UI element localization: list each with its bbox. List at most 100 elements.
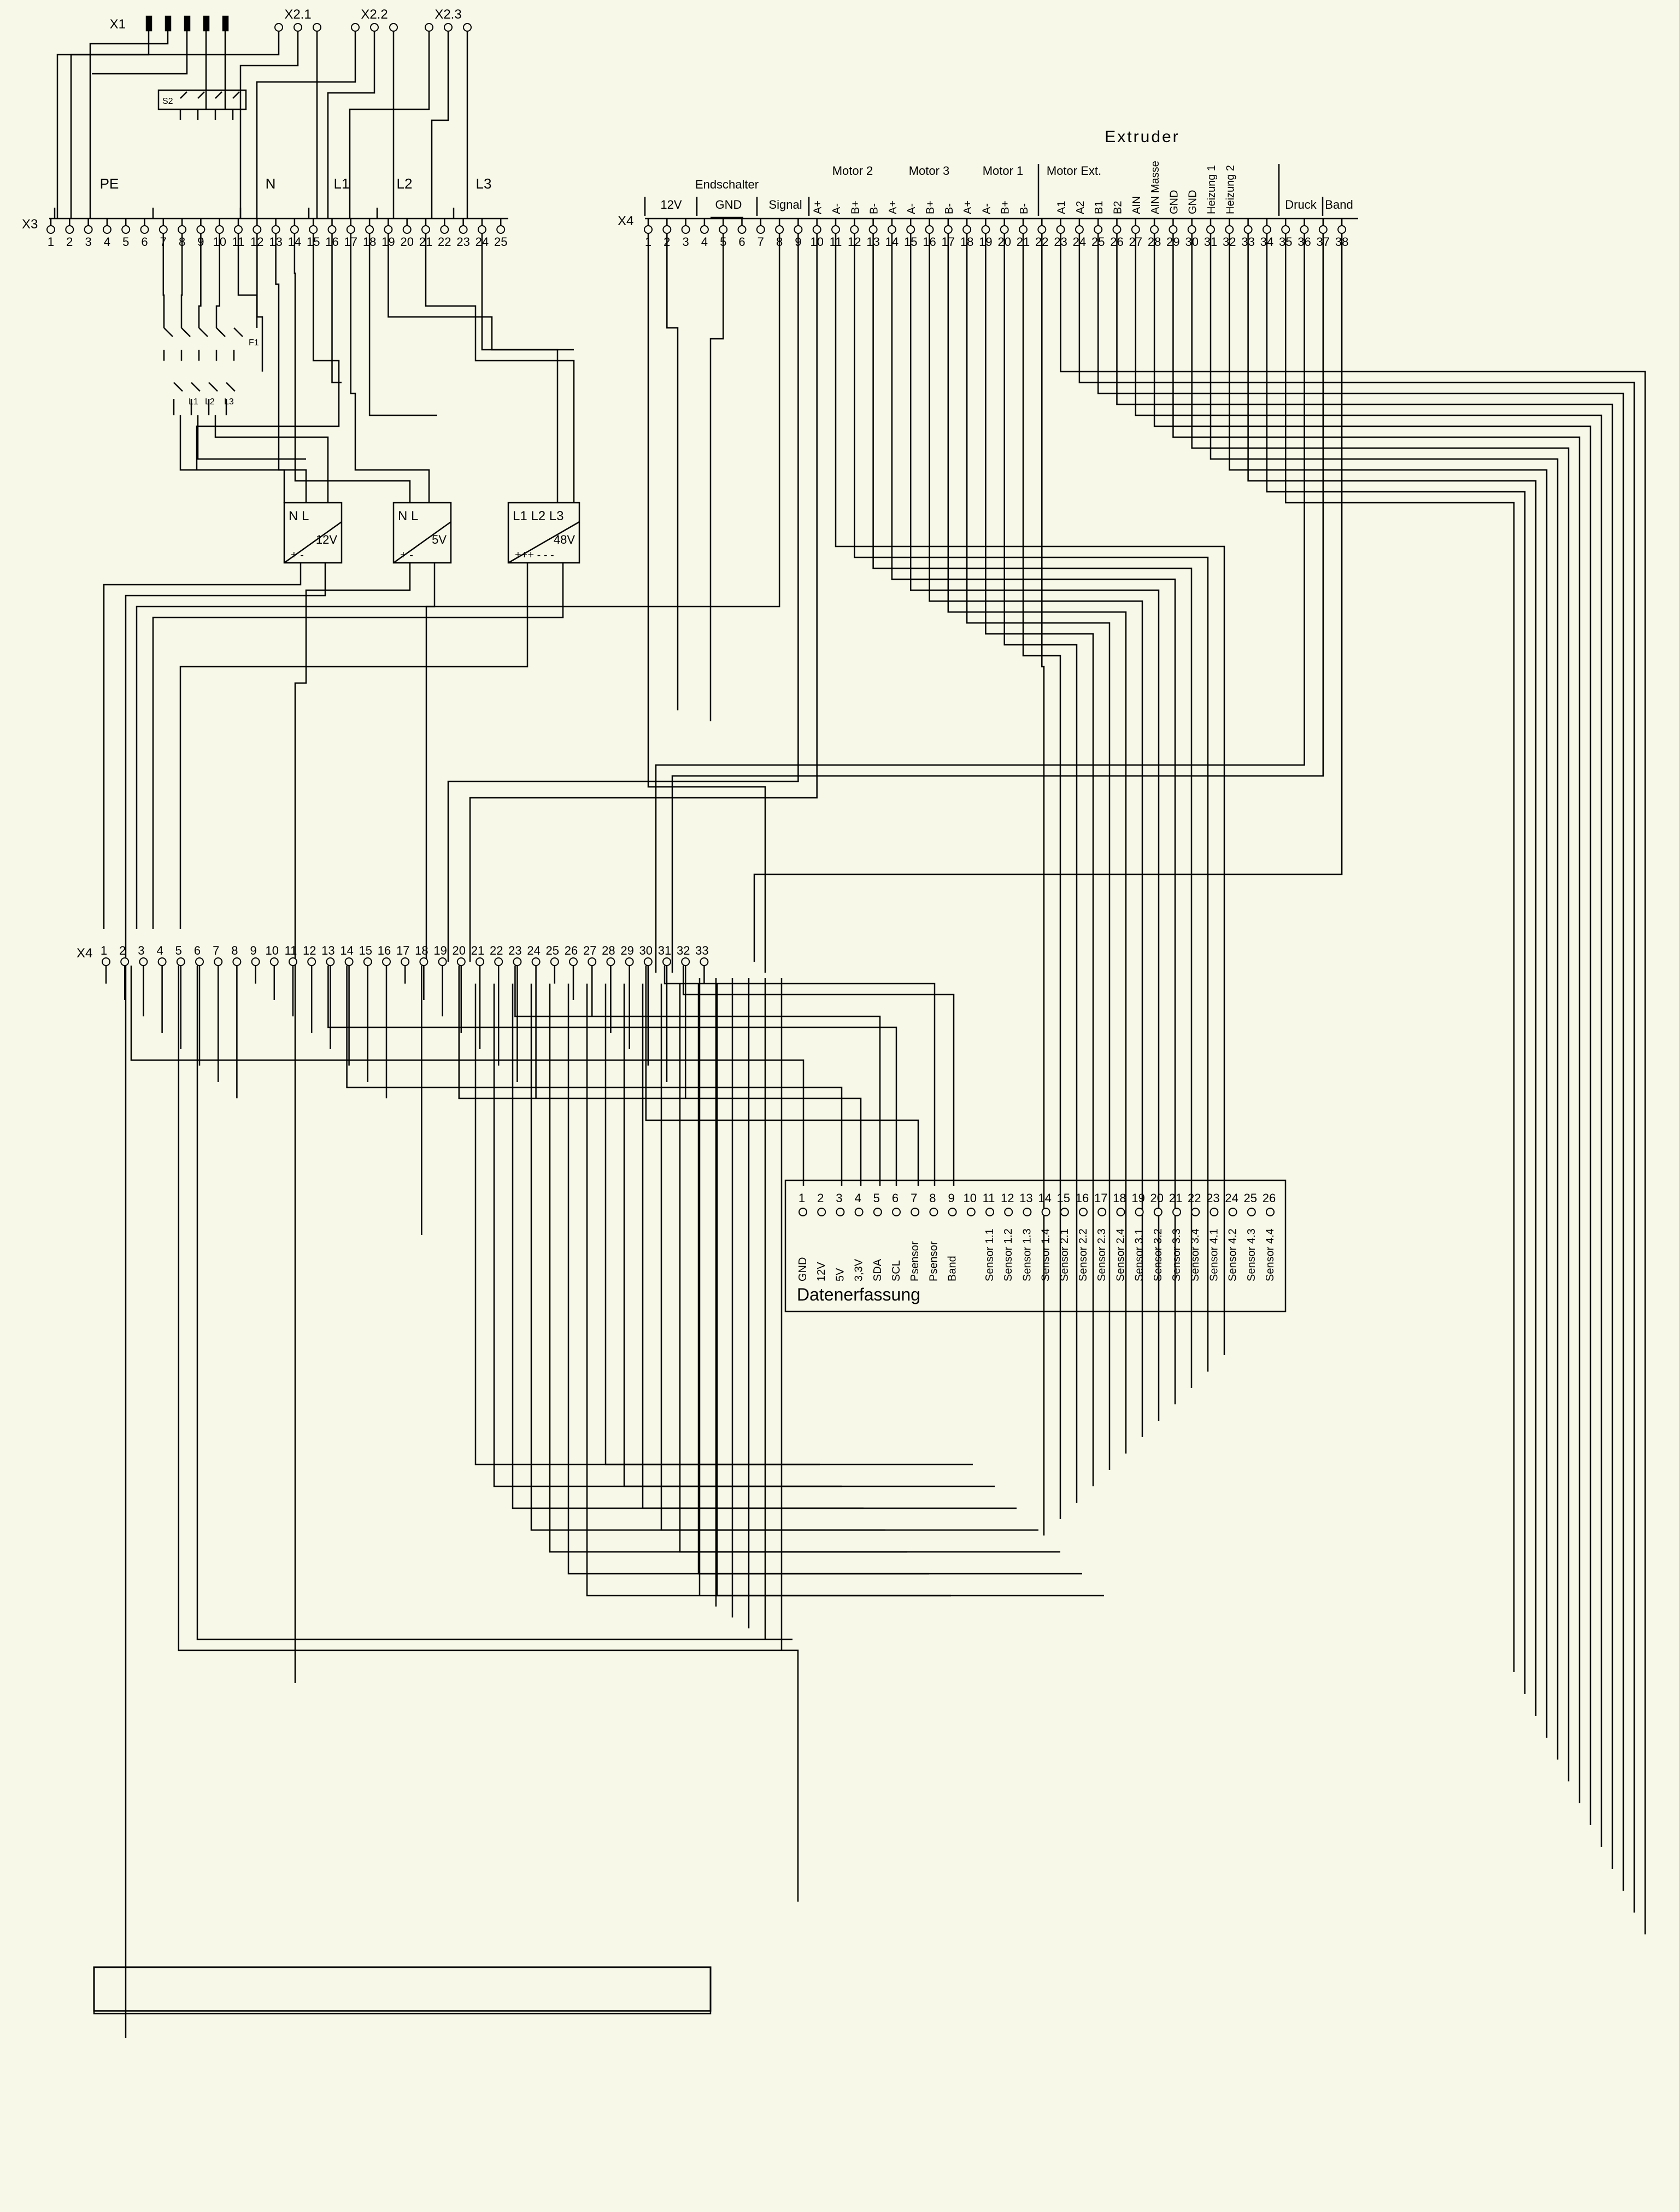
x4-pin — [1206, 225, 1215, 234]
platine-outline-138 — [93, 1966, 712, 2012]
x4-pin-number: 19 — [979, 235, 992, 249]
x4-mid-pin — [438, 957, 447, 966]
bus-wire — [697, 984, 1082, 1575]
x3-pin — [346, 225, 355, 234]
datenerfassung-pin-number: 19 — [1131, 1191, 1144, 1205]
platine-outline-86 — [93, 1966, 712, 2012]
platine-outline-142 — [93, 1966, 712, 2012]
x4-mid-pin — [363, 957, 372, 966]
platine-outline-139 — [93, 1966, 712, 2012]
x4-pin-label: B2 — [1112, 201, 1124, 214]
datenerfassung-pin-label: Sensor 1.2 — [1002, 1228, 1014, 1281]
x4-pin-number: 23 — [1054, 235, 1067, 249]
x1-terminal — [145, 15, 152, 32]
datenerfassung-pin-number: 14 — [1038, 1191, 1051, 1205]
platine-outline-70 — [93, 1966, 712, 2012]
datenerfassung-pin — [1228, 1208, 1237, 1216]
x4-pin — [868, 225, 878, 234]
to-daten — [327, 966, 897, 1186]
datenerfassung-pin — [911, 1208, 920, 1216]
x4-pin — [1056, 225, 1065, 234]
datenerfassung-pin-number: 2 — [817, 1191, 824, 1205]
x4-mid-pin — [326, 957, 335, 966]
x4-mid-pin-number: 26 — [565, 944, 578, 957]
datenerfassung-pin-number: 17 — [1094, 1191, 1107, 1205]
datenerfassung-pin — [1210, 1208, 1219, 1216]
x4-pin — [925, 225, 934, 234]
platine-outline-187 — [93, 1966, 712, 2012]
platine-outline-103 — [93, 1966, 712, 2012]
x4-druck-wire — [655, 233, 1305, 973]
platine-outline-182 — [93, 1966, 712, 2012]
psu-5v-voltage: 5V — [432, 533, 447, 546]
f1-contact — [215, 327, 226, 361]
datenerfassung-pin-number: 18 — [1113, 1191, 1126, 1205]
x4-pin-label: B- — [1018, 203, 1030, 214]
x4-group-label: Motor Ext. — [1047, 164, 1101, 178]
x3-group-label: PE — [100, 175, 119, 192]
f1-label: F1 — [249, 338, 259, 348]
x2-terminal — [425, 23, 433, 32]
platine-outline-198 — [93, 1966, 712, 2012]
datenerfassung-pin-label: Sensor 1.3 — [1021, 1228, 1033, 1281]
platine-outline-72 — [93, 1966, 712, 2012]
x4-ext-wire — [1247, 233, 1537, 1716]
platine-outline-65 — [93, 1966, 712, 2012]
datenerfassung-pin-number: 6 — [892, 1191, 899, 1205]
platine-outline-104 — [93, 1966, 712, 2012]
datenerfassung-pin-number: 24 — [1225, 1191, 1238, 1205]
x3-pin-number: 7 — [160, 235, 167, 249]
platine-outline-146 — [93, 1966, 712, 2012]
x3-l-wire — [331, 233, 342, 384]
x4-motor-wire — [872, 233, 1193, 1388]
x1-terminal — [222, 15, 229, 32]
feeder-wire — [327, 32, 375, 219]
x4-mid-pin-number: 21 — [471, 944, 484, 957]
x4-mid-pin — [475, 957, 484, 966]
datenerfassung-pin-number: 15 — [1057, 1191, 1070, 1205]
x4-mid-pin — [531, 957, 541, 966]
x4-pin-number: 20 — [997, 235, 1011, 249]
x3-pin — [65, 225, 74, 234]
platine-outline-45 — [93, 1966, 712, 2012]
platine-outline-77 — [93, 1966, 712, 2012]
platine-outline-55 — [93, 1966, 712, 2012]
datenerfassung-pin-label: Sensor 4.3 — [1246, 1228, 1258, 1281]
x4-ext-wire — [1210, 233, 1559, 1760]
x4-pin-label: GND — [1187, 190, 1199, 214]
datenerfassung-pin — [1060, 1208, 1069, 1216]
datenerfassung-pin-number: 4 — [854, 1191, 861, 1205]
x4-pin-label: A- — [981, 203, 993, 214]
x4-pin-number: 34 — [1260, 235, 1273, 249]
x3-pin — [158, 225, 168, 234]
x3-pin — [421, 225, 430, 234]
s2-contact — [179, 91, 187, 120]
x3-pin-number: 11 — [232, 235, 245, 249]
x4-pin-number: 13 — [866, 235, 879, 249]
datenerfassung-pin-number: 20 — [1150, 1191, 1164, 1205]
fuse-l3-label: L3 — [224, 397, 234, 407]
fuse-contact — [225, 382, 236, 415]
platine-outline-160 — [93, 1966, 712, 2012]
x4-pin-label: A- — [831, 203, 843, 214]
datenerfassung-pin-label: Sensor 4.1 — [1208, 1228, 1220, 1281]
platine-outline-114 — [93, 1966, 712, 2012]
psu-5v-inputs: N L — [398, 509, 418, 523]
x4-pin-number: 37 — [1317, 235, 1330, 249]
platine-outline-124 — [93, 1966, 712, 2012]
x4-pin-label: A+ — [812, 201, 824, 214]
x4-pin — [1169, 225, 1178, 234]
datenerfassung-pin — [1191, 1208, 1200, 1216]
s2-label: S2 — [162, 97, 173, 106]
platine-outline-175 — [93, 1966, 712, 2012]
x4-wire — [709, 233, 724, 721]
x4-mid-pin — [214, 957, 223, 966]
platine-outline-107 — [93, 1966, 712, 2012]
x2-terminal — [293, 23, 302, 32]
platine-outline-68 — [93, 1966, 712, 2012]
x3-pin — [384, 225, 393, 234]
x4-pin-number: 32 — [1223, 235, 1236, 249]
platine-outline-23 — [93, 1966, 712, 2012]
wires — [49, 31, 1646, 2038]
